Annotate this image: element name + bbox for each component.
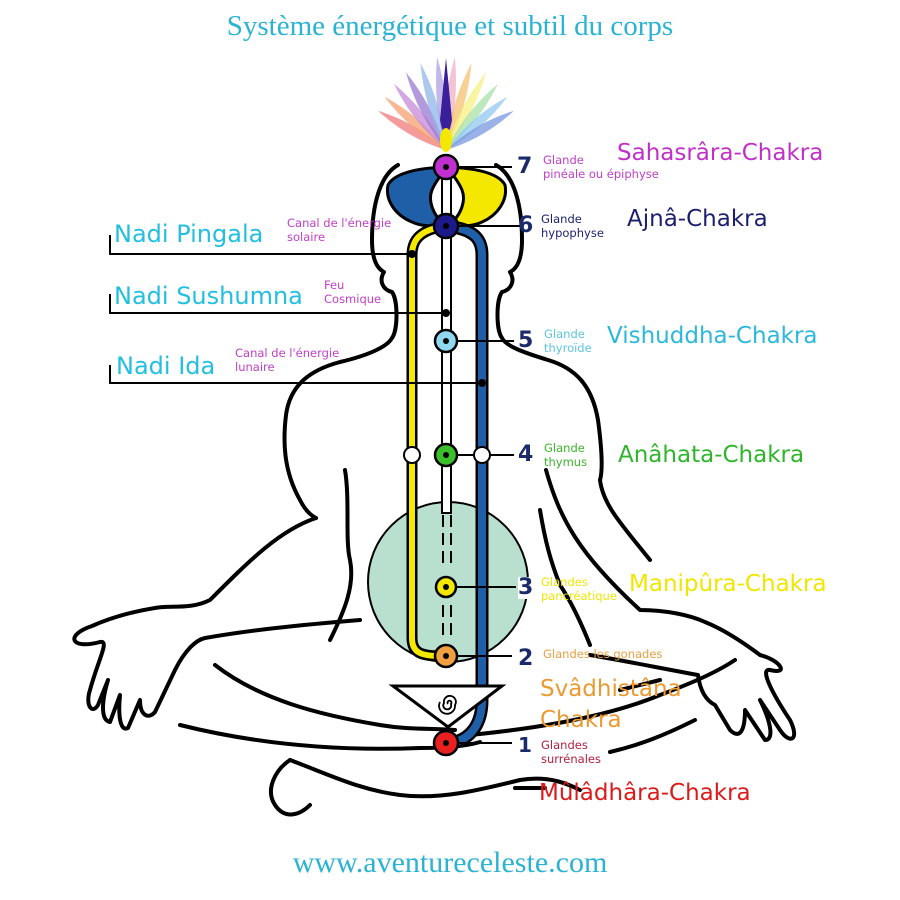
crown-petal <box>384 96 446 150</box>
sushumna-leader <box>109 294 446 314</box>
ida-junction <box>478 379 486 387</box>
chakra-3-name: Manipûra-Chakra <box>629 571 827 597</box>
crown-petal <box>446 96 508 150</box>
chakra-2-name: Svâdhistâna Chakra <box>540 676 682 733</box>
chakra-1-dot-center <box>443 740 449 746</box>
chakra-7-dot-center <box>443 164 449 170</box>
pingala-junction <box>408 250 416 258</box>
chakra-2-dot-center <box>443 653 449 659</box>
pingala-node <box>403 446 421 464</box>
crown-petals <box>378 56 514 152</box>
pingala-leader <box>109 235 412 255</box>
chakra-7-number: 7 <box>517 154 533 179</box>
left-torso-line <box>328 468 354 642</box>
crown-glow <box>440 128 452 152</box>
ida-channel-fill <box>451 224 486 746</box>
svadhisthana-triangle <box>388 684 507 729</box>
chakra-5-dot-center <box>443 338 449 344</box>
chakra-6-dot-center <box>443 223 449 229</box>
crown-flame <box>440 58 452 135</box>
foot-outline <box>269 758 312 817</box>
crown-petal <box>446 83 499 150</box>
spiral-icon <box>438 695 457 715</box>
page-title: Système énergétique et subtil du corps <box>226 10 674 42</box>
head-outline <box>282 163 400 520</box>
chakra-1-name: Mûlâdhâra-Chakra <box>539 780 751 806</box>
right-arm-outline <box>544 468 797 742</box>
chakra-4-name: Anâhata-Chakra <box>618 442 805 468</box>
right-thigh-line <box>618 678 662 692</box>
chakra-3-number: 3 <box>518 575 534 600</box>
chakra-5-gland: Glande thyroïde <box>544 327 592 355</box>
lap-right-outline <box>468 658 737 737</box>
crown-petal <box>393 83 446 150</box>
chakra-7-name: Sahasrâra-Chakra <box>617 140 824 166</box>
right-torso-line <box>538 508 592 647</box>
chakra-7-gland: Glande pinéale ou épiphyse <box>543 153 659 181</box>
nadi-ida-description: Canal de l'énergie lunaire <box>235 346 340 374</box>
chakra-dots <box>432 153 460 757</box>
chakra-6-gland: Glande hypophyse <box>541 212 604 240</box>
nadi-pingala-label: Nadi Pingala <box>114 220 264 248</box>
right-knee-line <box>608 718 697 754</box>
chakra-5-number: 5 <box>518 328 534 353</box>
chakra-3-dot-center <box>443 584 449 590</box>
shin-outline <box>288 758 582 799</box>
lap-outline <box>213 663 457 732</box>
nadi-sushumna-description: Feu Cosmique <box>324 278 382 306</box>
chakra-1-number: 1 <box>518 733 532 757</box>
chakra-2-number: 2 <box>518 646 534 671</box>
ida-node <box>473 446 491 464</box>
crown-petal <box>446 63 472 150</box>
chakra-2-gland: Glandes les gonades <box>543 647 663 661</box>
left-arm-outline <box>72 516 362 731</box>
website-link[interactable]: www.aventureceleste.com <box>292 846 608 879</box>
chakra-3-gland: Glandes pancréatique <box>541 575 617 603</box>
chakra-5-name: Vishuddha-Chakra <box>607 323 818 349</box>
crown-petal <box>420 63 446 150</box>
chakra-6-name: Ajnâ-Chakra <box>627 206 768 232</box>
ida-channel <box>448 221 489 749</box>
nadi-sushumna-label: Nadi Sushumna <box>114 282 303 310</box>
crown-petal <box>405 72 446 150</box>
nadi-pingala-description: Canal de l'énergie solaire <box>287 216 392 244</box>
nadi-ida-label: Nadi Ida <box>116 352 216 380</box>
brain-right-yellow <box>443 165 508 229</box>
chakra-6-number: 6 <box>518 213 534 238</box>
chakra-1-gland: Glandes surrénales <box>541 738 601 766</box>
chakra-4-number: 4 <box>518 442 534 467</box>
chakra-4-dot-center <box>443 452 449 458</box>
crown-petal <box>378 110 446 150</box>
head-outline-right <box>494 163 652 562</box>
chakra-4-gland: Glande thymus <box>544 441 588 469</box>
sushumna-junction <box>442 309 450 317</box>
crown-petal <box>446 72 487 150</box>
sushumna-dashes <box>442 515 452 635</box>
ida-leader <box>109 365 482 384</box>
crown-petal <box>446 110 514 150</box>
